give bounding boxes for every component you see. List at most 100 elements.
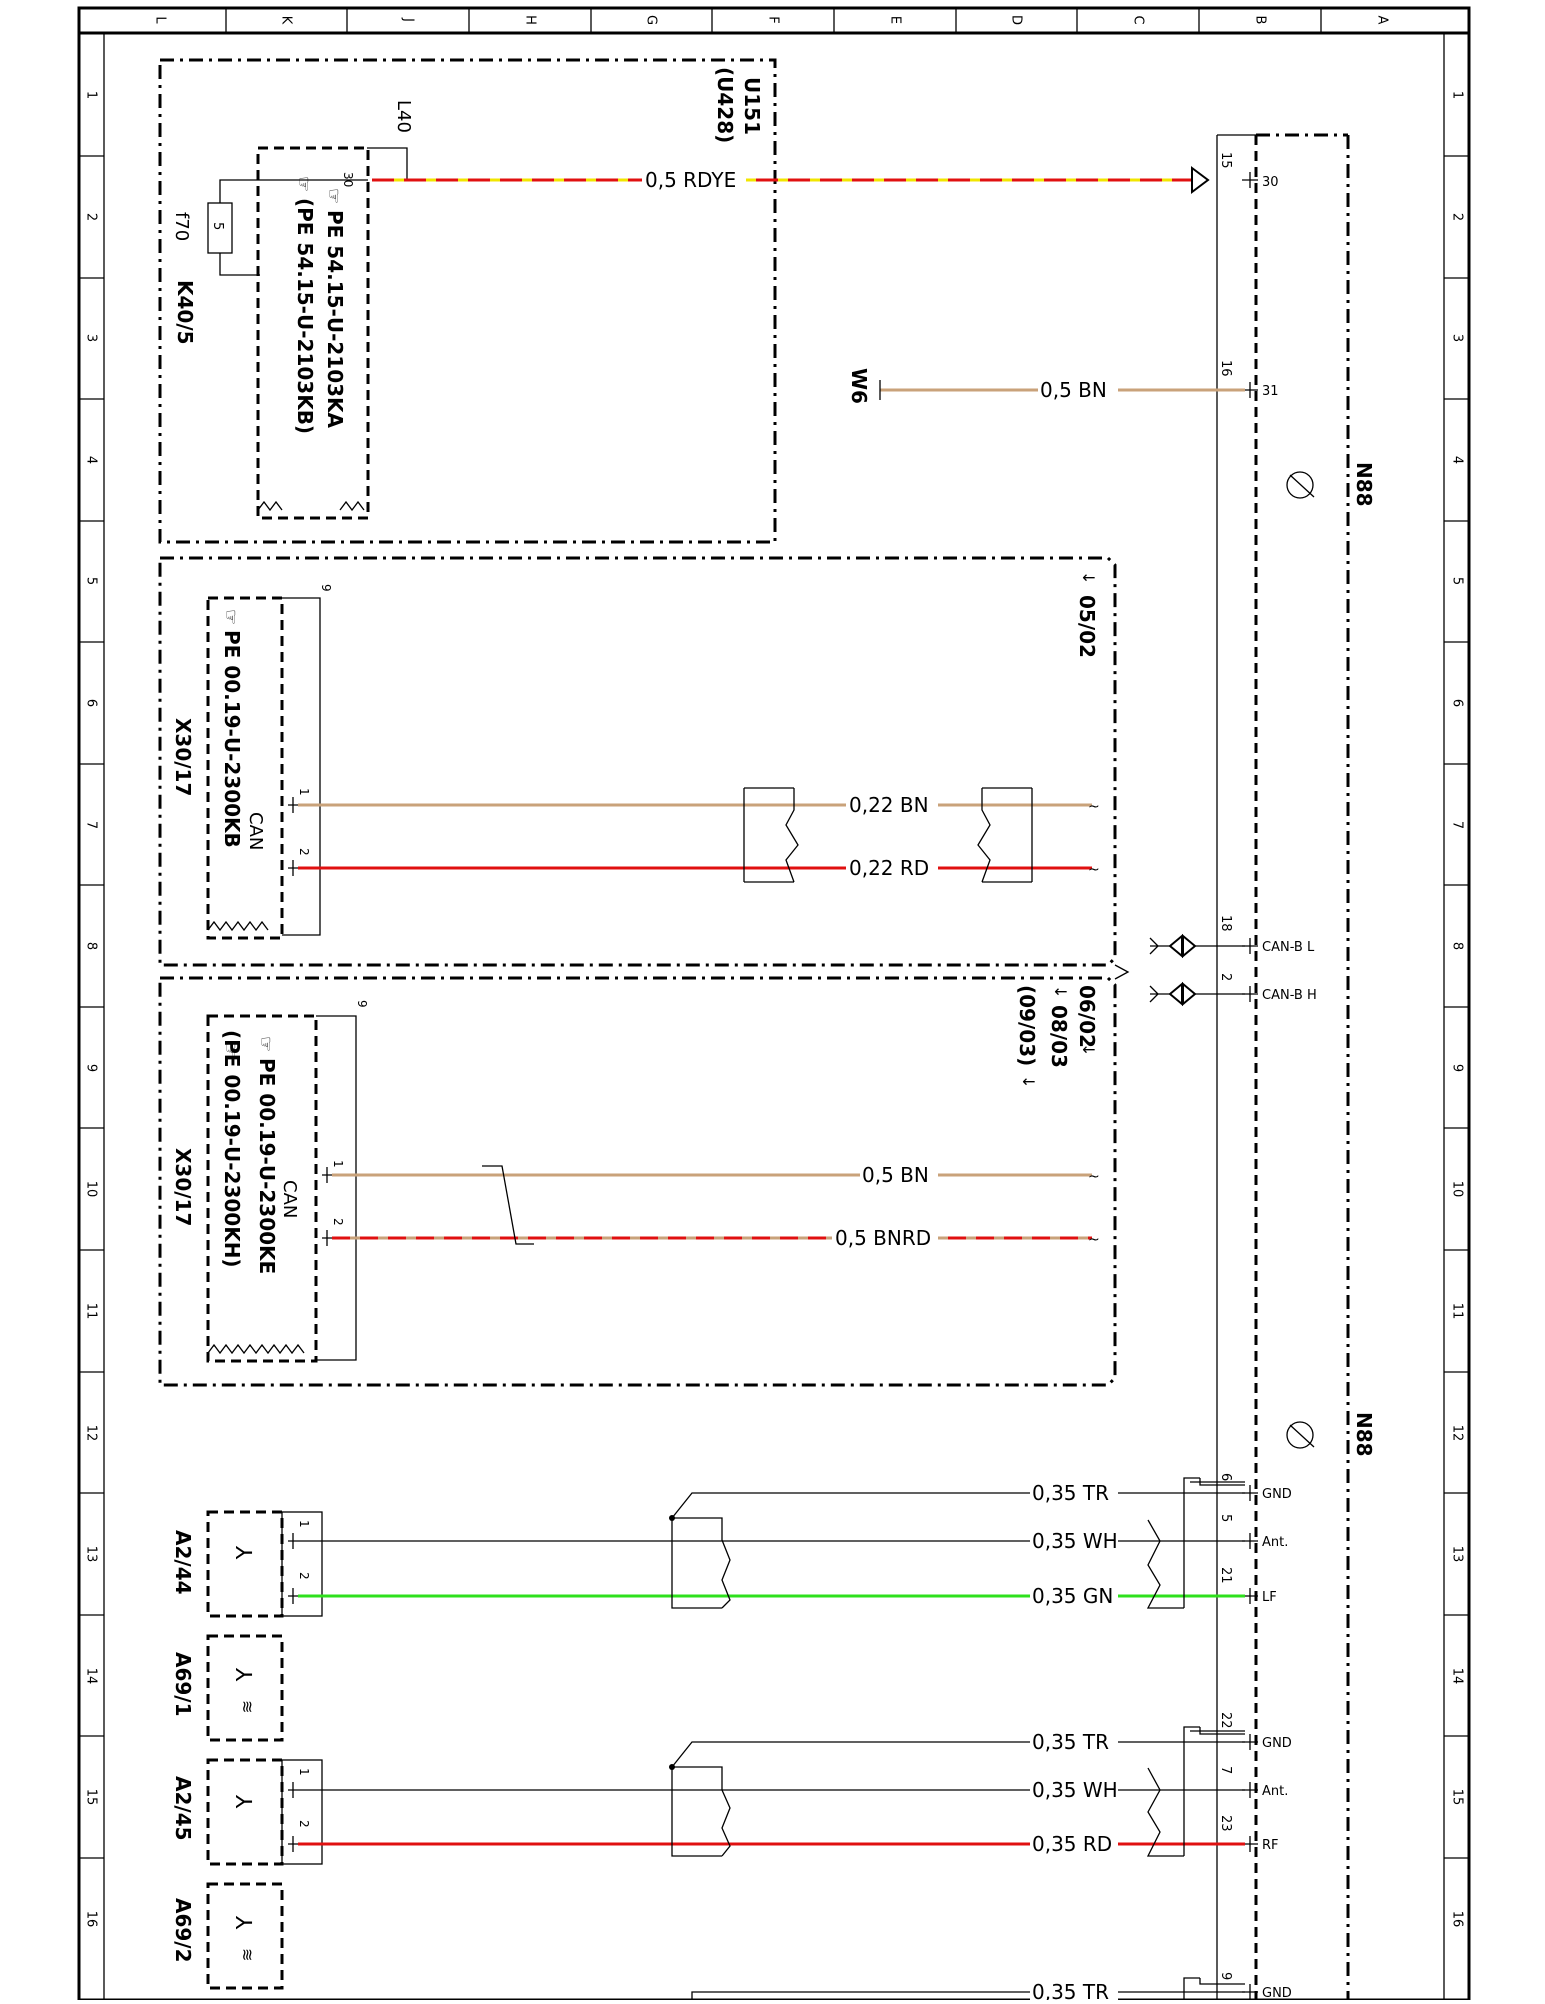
pin-9: 9 — [355, 1000, 369, 1008]
wire-label-w7: 0,35 TR — [1032, 1481, 1109, 1505]
row-label: 2 — [84, 213, 99, 221]
col-label: G — [644, 15, 659, 25]
hand-icon: ☞ — [323, 188, 344, 204]
wire-tr-2 — [671, 1741, 1194, 1768]
row-label: 15 — [1450, 1789, 1465, 1806]
a2-45-label: A2/45 — [171, 1776, 195, 1841]
pin-stub — [288, 797, 298, 813]
label-bg — [1038, 378, 1118, 402]
x30-17-label-2: X30/17 — [171, 1148, 195, 1226]
twisted-pair-sleeve — [977, 787, 1033, 883]
u151-label: U151 — [740, 77, 764, 135]
pin-gnd: GND — [1262, 1736, 1292, 1751]
zigzag — [207, 1343, 305, 1355]
pin-stub — [288, 860, 298, 876]
shield-breakout — [1183, 1477, 1245, 1608]
col-label: B — [1253, 16, 1268, 25]
pin-9: 9 — [1218, 1972, 1233, 1980]
pin-7: 7 — [1218, 1766, 1233, 1774]
bracket — [316, 1015, 357, 1361]
wire-end: ~ — [1088, 862, 1100, 878]
row-label: 7 — [1450, 821, 1465, 829]
wire-tr-1 — [671, 1492, 1194, 1519]
can-block-2-boundary — [158, 976, 1117, 1387]
antenna-icon: ⅄ — [230, 1795, 255, 1809]
pin-2: 2 — [297, 1820, 311, 1828]
label-bg — [1030, 1832, 1118, 1856]
date-06-02: 06/02 — [1075, 985, 1099, 1048]
a69-2-box — [206, 1882, 284, 1990]
col-label: H — [523, 15, 538, 25]
a2-44-label: A2/44 — [171, 1530, 195, 1595]
row-label: 10 — [84, 1181, 99, 1198]
shield-breakout — [1183, 1726, 1245, 1856]
a69-2-label: A69/2 — [171, 1898, 195, 1963]
row-label: 16 — [1450, 1911, 1465, 1928]
pin-stub — [322, 1167, 332, 1183]
label-bg — [642, 168, 746, 192]
pin-ant: Ant. — [1262, 1784, 1288, 1799]
row-label: 5 — [1450, 577, 1465, 585]
pe-54-b: (PE 54.15-U-2103KB) — [293, 198, 317, 434]
col-label: J — [401, 17, 416, 22]
f70-label: f70 — [171, 212, 192, 241]
row-label: 4 — [1450, 456, 1465, 464]
x30-17-label-1: X30/17 — [171, 718, 195, 796]
arrow-icon: ↓ — [1079, 1043, 1098, 1056]
wire-end: ~ — [1088, 799, 1100, 815]
wire-label-w3: 0,22 BN — [849, 793, 929, 817]
w6-label: W6 — [847, 368, 871, 404]
label-bg — [846, 793, 938, 817]
pin-21: 21 — [1218, 1567, 1233, 1584]
row-label: 1 — [1450, 91, 1465, 99]
col-label: D — [1009, 15, 1024, 25]
shield-breakout — [1146, 1492, 1245, 1609]
row-label: 4 — [84, 456, 99, 464]
row-label: 13 — [1450, 1546, 1465, 1563]
date-09-03: (09/03) — [1015, 985, 1039, 1066]
row-label: 11 — [84, 1303, 99, 1320]
pin-1: 1 — [297, 788, 311, 796]
row-label: 9 — [84, 1064, 99, 1072]
a69-1-box — [206, 1634, 284, 1742]
twisted-pair-sleeve — [743, 787, 799, 883]
pin-ant: Ant. — [1262, 1535, 1288, 1550]
col-label: F — [766, 16, 781, 23]
pin-can-b-l: CAN-B L — [1262, 940, 1315, 955]
k40-relay-box — [256, 146, 370, 520]
row-label: 1 — [84, 91, 99, 99]
pin-2: 2 — [1218, 973, 1233, 981]
f70-value: 5 — [210, 222, 225, 230]
pin-2: 2 — [297, 1572, 311, 1580]
pin-23: 23 — [1218, 1815, 1233, 1832]
shield-breakout — [1183, 1977, 1245, 2000]
pin-2: 2 — [297, 848, 311, 856]
row-label: 14 — [84, 1668, 99, 1685]
pin-22: 22 — [1218, 1712, 1233, 1729]
pin-stub — [322, 1230, 332, 1246]
wire-label-w5: 0,5 BN — [862, 1163, 929, 1187]
x30-17-box-2 — [206, 1014, 318, 1363]
hand-icon: ☞ — [293, 176, 314, 192]
antenna-icon: ⅄ — [230, 1668, 255, 1682]
pin-9: 9 — [319, 584, 333, 592]
connector-arrow — [1191, 166, 1210, 194]
x30-17-box-1 — [206, 596, 284, 940]
zigzag — [339, 500, 365, 512]
l40-label: L40 — [393, 100, 414, 133]
pin-rf: RF — [1262, 1838, 1279, 1853]
pin-lf: LF — [1262, 1590, 1277, 1605]
row-label: 6 — [84, 699, 99, 707]
label-bg — [1030, 1730, 1118, 1754]
arrow-icon: ↓ — [1079, 571, 1098, 584]
label-bg — [1030, 1980, 1118, 2000]
n88-pins: 15 30 16 31 18 CAN-B L 2 CAN-B H 6 GND 5… — [1218, 152, 1317, 2001]
pin-5: 5 — [1218, 1514, 1233, 1522]
col-label: K — [279, 16, 294, 25]
wire-end: ~ — [1088, 1232, 1100, 1248]
row-label: 14 — [1450, 1668, 1465, 1685]
label-bg — [860, 1163, 938, 1187]
hand-icon: ☞ — [220, 1042, 241, 1058]
row-label: 16 — [84, 1911, 99, 1928]
shield-sleeve — [671, 1517, 731, 1609]
